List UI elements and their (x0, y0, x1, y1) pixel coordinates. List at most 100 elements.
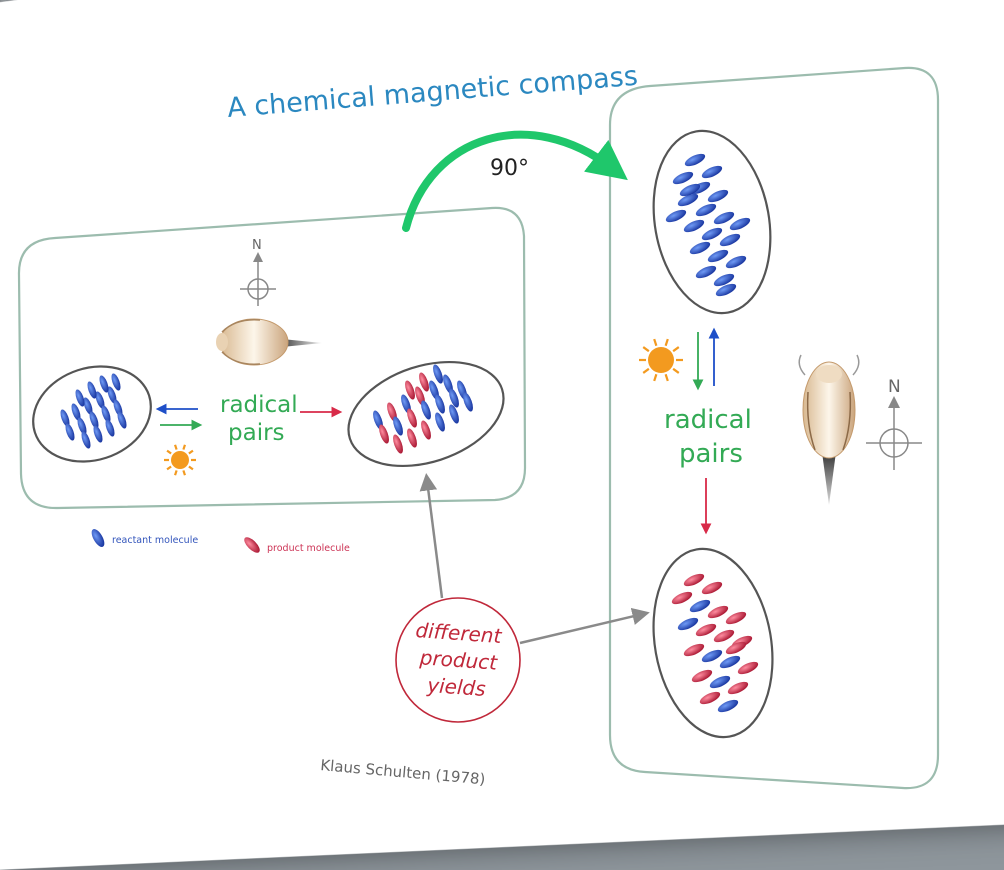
product-molecule (737, 661, 759, 675)
reactant-molecule (463, 392, 473, 412)
sun-disc (648, 347, 674, 373)
yields-line-2: product (418, 645, 499, 674)
product-molecule (695, 623, 717, 637)
compass-north-label-right: N (888, 377, 901, 397)
sun-ray (672, 367, 680, 374)
reactant-molecule (707, 189, 729, 203)
sun-ray (188, 465, 194, 471)
reactant-molecule (729, 217, 751, 231)
sun-ray (174, 444, 178, 450)
reactant-molecule (719, 655, 741, 669)
reactant-molecule (93, 425, 103, 443)
reactant-molecule (101, 405, 111, 423)
sun-ray (642, 367, 650, 374)
sun-ray (664, 338, 669, 347)
reactant-molecule (433, 364, 443, 384)
reactant-molecule (89, 411, 99, 429)
compass-icon: N (240, 238, 276, 306)
reactant-molecule (107, 386, 117, 404)
sun-ray (188, 449, 194, 455)
reactant-molecule (677, 193, 699, 207)
yields-arrow-left (419, 473, 444, 599)
reactant-molecule (713, 273, 735, 287)
sun-ray (672, 346, 680, 353)
product-molecule (405, 380, 415, 400)
reactant-molecule (672, 171, 694, 185)
rotation-arrow (402, 130, 628, 232)
compass-north-label: N (252, 238, 262, 253)
right-pairs-label: pairs (679, 439, 743, 469)
product-molecule (727, 681, 749, 695)
reactant-molecule (701, 649, 723, 663)
sun-ray (653, 373, 658, 382)
reactant-molecule (71, 403, 81, 421)
reactant-molecule (87, 381, 97, 399)
reactant-molecule (60, 409, 70, 427)
sun-ray (182, 470, 186, 476)
reactant-molecule (689, 599, 711, 613)
reactant-molecule (449, 388, 459, 408)
reactant-molecule (65, 423, 75, 441)
reactant-molecule (689, 241, 711, 255)
compass-diagram: A chemical magnetic compass 90° N radica… (17, 61, 940, 790)
reactant-molecule (77, 417, 87, 435)
reactant-molecule (719, 233, 741, 247)
left-reactant-oval (32, 365, 152, 463)
product-molecule (421, 420, 431, 440)
reactant-molecule (421, 400, 431, 420)
reactant-molecule (713, 211, 735, 225)
product-molecule (379, 424, 389, 444)
reactant-molecule (717, 699, 739, 713)
sun-ray (664, 373, 669, 382)
left-product-oval (347, 360, 505, 468)
right-panel (608, 66, 940, 790)
sun-ray (653, 338, 658, 347)
product-molecule (725, 641, 747, 655)
reactant-molecule (695, 265, 717, 279)
sun-ray (174, 470, 178, 476)
sun-ray (182, 444, 186, 450)
product-molecule (683, 573, 705, 587)
legend-product-label: product molecule (267, 543, 350, 554)
legend-product-swatch (244, 537, 260, 553)
reactant-molecule (435, 412, 445, 432)
product-molecule (707, 605, 729, 619)
sun-disc (171, 451, 189, 469)
product-molecule (407, 408, 417, 428)
right-product-oval (652, 547, 774, 739)
right-product-molecules (671, 573, 759, 713)
right-reactant-oval (652, 129, 772, 315)
compass-icon: N (866, 377, 922, 470)
reactant-molecule (393, 416, 403, 436)
reactant-molecule (105, 419, 115, 437)
left-pairs-label: pairs (228, 420, 285, 446)
yields-line-3: yields (426, 673, 487, 701)
product-molecule (713, 629, 735, 643)
reactant-molecule (725, 255, 747, 269)
reactant-molecule (95, 391, 105, 409)
product-molecule (671, 591, 693, 605)
product-molecule (699, 691, 721, 705)
reactant-molecule (117, 411, 127, 429)
product-molecule (419, 372, 429, 392)
rotation-label: 90° (490, 156, 529, 181)
sun-icon (639, 338, 683, 382)
reactant-molecule (679, 183, 701, 197)
reactant-molecule (715, 283, 737, 297)
reactant-molecule (701, 227, 723, 241)
bird-icon (798, 354, 860, 505)
left-radical-label: radical (220, 392, 298, 418)
left-panel (17, 206, 527, 510)
reactant-molecule (99, 375, 109, 393)
reactant-molecule (677, 617, 699, 631)
product-molecule (701, 581, 723, 595)
left-reactant-molecules (60, 373, 127, 449)
yields-circle (395, 597, 521, 723)
reactant-molecule (683, 219, 705, 233)
legend-reactant-swatch (91, 529, 105, 547)
reactant-molecule (695, 203, 717, 217)
reactant-molecule (707, 249, 729, 263)
sun-ray (642, 346, 650, 353)
product-molecule (393, 434, 403, 454)
legend-reactant-label: reactant molecule (112, 535, 198, 546)
